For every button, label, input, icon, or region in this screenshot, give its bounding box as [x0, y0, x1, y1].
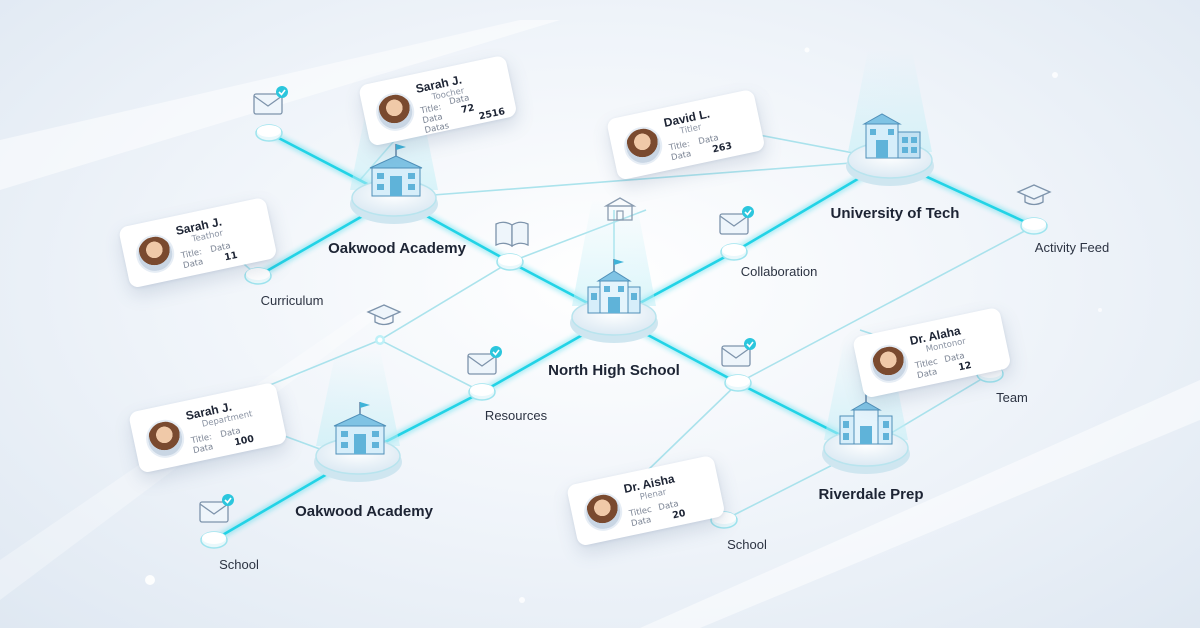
card-data-value: 100 [233, 433, 256, 449]
connector-node [244, 267, 272, 285]
node-label-resources: Resources [484, 408, 548, 423]
connector-node [496, 253, 524, 271]
card-data-value: 12 [957, 359, 973, 374]
school-building-icon [369, 144, 423, 197]
mail-check-icon [253, 86, 288, 115]
card-data-value: 11 [223, 249, 239, 264]
hub-label-riverdale: Riverdale Prep [818, 486, 924, 503]
school-building-icon [862, 113, 921, 159]
avatar [580, 489, 626, 535]
avatar [142, 416, 188, 462]
node-label-curriculum: Curriculum [260, 293, 324, 308]
mail-check-icon [199, 494, 234, 523]
connector-node [724, 374, 752, 392]
mail-check-icon [467, 346, 502, 375]
node-label-activity-feed: Activity Feed [1034, 240, 1110, 255]
hub-university-of-tech[interactable] [846, 113, 934, 186]
hub-north-high-school[interactable] [570, 259, 658, 343]
node-label-collaboration: Collaboration [740, 264, 818, 279]
node-label-school-left: School [219, 557, 259, 572]
mail-check-icon [721, 338, 756, 367]
card-data-value: 72 [460, 102, 476, 116]
school-building-icon [333, 402, 387, 455]
node-label-team: Team [996, 390, 1028, 405]
connector-nodes[interactable] [200, 124, 1048, 549]
avatar [620, 123, 666, 169]
school-building-icon [587, 259, 641, 314]
connector-node [720, 243, 748, 261]
sparkles [145, 47, 1102, 603]
hub-label-university: University of Tech [830, 205, 960, 222]
graduation-cap-icon [366, 304, 402, 326]
avatar [132, 231, 178, 277]
school-building-icon [839, 390, 893, 445]
card-data-value: 263 [711, 140, 734, 156]
hub-oakwood-academy-bottom[interactable] [314, 402, 402, 482]
connector-node [468, 383, 496, 401]
mail-check-icon [719, 206, 754, 235]
node-label-school-right: School [727, 537, 767, 552]
connector-node [375, 335, 385, 345]
hub-label-north: North High School [548, 362, 680, 379]
school-building-icon [603, 197, 637, 221]
book-icon [495, 221, 529, 248]
connector-node [1020, 217, 1048, 235]
avatar [866, 341, 912, 387]
hub-riverdale-prep[interactable] [822, 390, 910, 474]
avatar [372, 89, 418, 135]
card-data-value: 20 [671, 507, 687, 522]
graduation-cap-icon [1016, 184, 1052, 206]
connector-node [255, 124, 283, 142]
hub-label-oakwood-bottom: Oakwood Academy [295, 503, 433, 520]
connector-node [200, 531, 228, 549]
hub-oakwood-academy-top[interactable] [350, 144, 438, 224]
hub-label-oakwood-top: Oakwood Academy [328, 240, 466, 257]
